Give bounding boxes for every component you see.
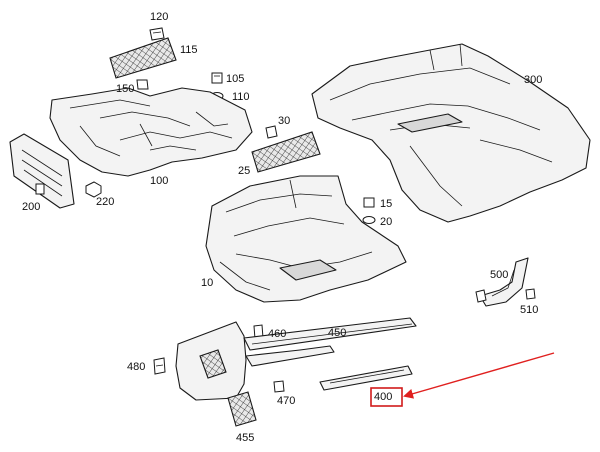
part-115-mesh-panel (109, 37, 177, 79)
part-510-clip (525, 288, 536, 300)
label-20: 20 (380, 216, 392, 228)
label-115: 115 (180, 44, 198, 56)
part-500-trim-bracket (475, 257, 529, 307)
part-10-main-carpet (205, 175, 407, 303)
part-120-clip (149, 27, 165, 41)
label-455: 455 (236, 432, 254, 444)
label-500: 500 (490, 269, 508, 281)
label-100: 100 (150, 175, 168, 187)
label-150: 150 (116, 83, 134, 95)
highlight-arrow (403, 352, 555, 399)
part-20-washer (362, 216, 376, 224)
label-220: 220 (96, 196, 114, 208)
part-480-clip (153, 357, 166, 375)
part-100-front-carpet (49, 87, 253, 177)
label-480: 480 (127, 361, 145, 373)
part-220-nut (85, 181, 102, 198)
label-15: 15 (380, 198, 392, 210)
part-300-rear-carpet (311, 43, 591, 223)
part-30-clip (265, 125, 278, 139)
label-450: 450 (328, 327, 346, 339)
part-200-side-grille (9, 133, 75, 209)
label-470: 470 (277, 395, 295, 407)
part-400-sill-plate (319, 365, 413, 391)
label-110: 110 (232, 91, 250, 103)
label-510: 510 (520, 304, 538, 316)
part-25-mesh-panel (251, 131, 321, 173)
part-450-sill-trim (175, 317, 417, 401)
label-105: 105 (226, 73, 244, 85)
label-10: 10 (201, 277, 213, 289)
part-150-clip (136, 79, 149, 90)
label-300: 300 (524, 74, 542, 86)
label-30: 30 (278, 115, 290, 127)
part-470-clip (273, 380, 285, 393)
label-25: 25 (238, 165, 250, 177)
part-15-clip (363, 197, 375, 208)
part-455-grille (227, 391, 257, 427)
label-120: 120 (150, 11, 168, 23)
label-460: 460 (268, 328, 286, 340)
label-400: 400 (374, 391, 392, 403)
part-105-fastener (211, 72, 223, 84)
highlight-box (370, 387, 403, 407)
label-200: 200 (22, 201, 40, 213)
